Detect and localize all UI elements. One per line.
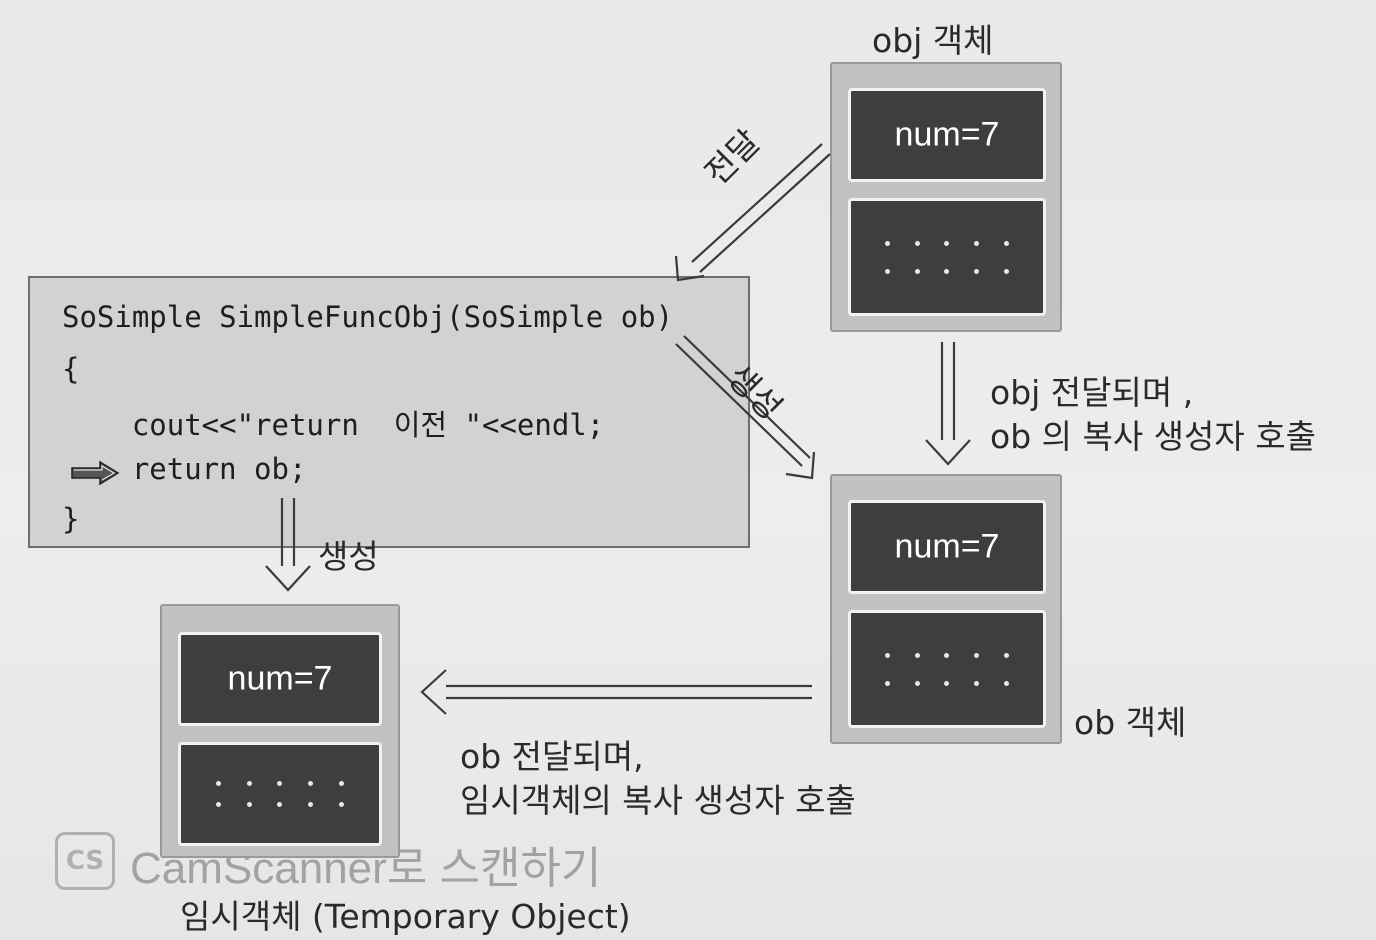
- ob-object-label: ob 객체: [1074, 703, 1187, 742]
- obj-field-dots: [848, 198, 1046, 316]
- ellipsis-dots: [203, 773, 357, 815]
- execution-pointer-icon: [71, 460, 120, 486]
- code-line-close-brace: }: [62, 502, 80, 536]
- obj-pass-desc-line1: obj 전달되며 ,: [990, 373, 1194, 412]
- ob-field-dots: [848, 610, 1046, 728]
- ob-field-num: num=7: [848, 500, 1046, 594]
- ob-pass-desc-line2: 임시객체의 복사 생성자 호출: [460, 781, 856, 820]
- code-line-open-brace: {: [62, 352, 80, 386]
- code-line-cout: cout<<"return 이전 "<<endl;: [62, 408, 605, 442]
- temp-field-num: num=7: [178, 632, 382, 726]
- temp-object-box: num=7: [160, 604, 400, 858]
- pass-arrow-icon: [674, 143, 831, 282]
- ob-pass-desc-line1: ob 전달되며,: [460, 737, 644, 776]
- obj-field-text: num=7: [894, 115, 1000, 154]
- code-box: SoSimple SimpleFuncObj(SoSimple ob) { co…: [28, 276, 750, 548]
- ob-object-box: num=7: [830, 474, 1062, 744]
- ellipsis-dots: [873, 641, 1021, 697]
- code-line-signature: SoSimple SimpleFuncObj(SoSimple ob): [62, 300, 674, 334]
- ob-field-text: num=7: [894, 527, 1000, 566]
- temp-field-text: num=7: [227, 659, 333, 698]
- camscanner-logo-icon: CS: [55, 832, 115, 890]
- down-arrow-icon: [265, 498, 311, 592]
- ellipsis-dots: [873, 229, 1021, 285]
- create-label-vertical: 생성: [318, 537, 379, 576]
- left-arrow-icon: [420, 669, 812, 715]
- code-line-return: return ob;: [62, 452, 307, 486]
- temp-field-dots: [178, 742, 382, 846]
- obj-object-label: obj 객체: [872, 21, 994, 60]
- obj-pass-desc-line2: ob 의 복사 생성자 호출: [990, 417, 1316, 456]
- temp-object-label: 임시객체 (Temporary Object): [180, 897, 631, 936]
- create-arrow-icon: [675, 335, 816, 480]
- down-arrow-icon: [925, 342, 971, 466]
- obj-field-num: num=7: [848, 88, 1046, 182]
- obj-object-box: num=7: [830, 62, 1062, 332]
